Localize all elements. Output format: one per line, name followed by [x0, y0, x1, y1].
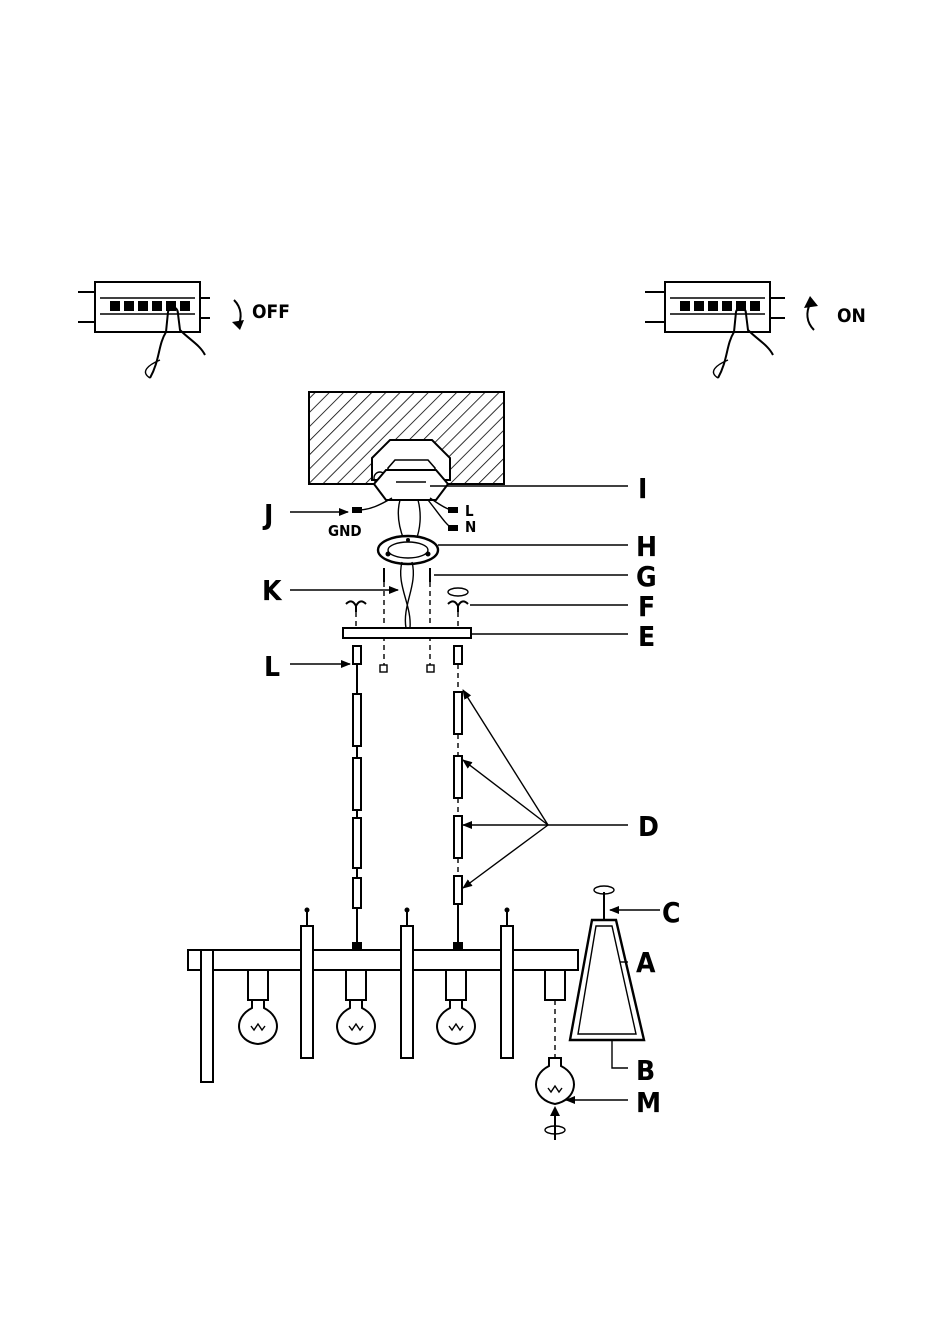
label-F: F	[638, 590, 655, 623]
label-G: G	[636, 560, 657, 593]
label-B: B	[636, 1054, 655, 1087]
label-M: M	[636, 1086, 661, 1119]
off-label: OFF	[252, 301, 290, 323]
rotate-off-arrow-icon	[232, 300, 244, 330]
empty-socket	[545, 970, 565, 1058]
label-E: E	[638, 620, 655, 653]
loose-bulb	[536, 1058, 574, 1140]
screws	[380, 568, 434, 672]
label-C: C	[662, 896, 680, 929]
lamp-shade	[570, 886, 644, 1040]
mounting-bracket	[378, 536, 438, 564]
bulb-2	[337, 970, 375, 1044]
label-D: D	[638, 810, 659, 843]
label-H: H	[636, 530, 657, 563]
bulb-3	[437, 970, 475, 1044]
label-A: A	[636, 946, 656, 979]
junction-box	[374, 470, 448, 500]
canopy-plate	[343, 628, 471, 638]
bulb-1	[239, 970, 277, 1044]
right-suspension-rod	[454, 646, 462, 946]
wire-gnd-label: GND	[328, 522, 362, 540]
breaker-on-illustration	[645, 282, 785, 378]
supply-wires	[352, 498, 458, 540]
label-L: L	[264, 650, 280, 683]
breaker-off-illustration	[78, 282, 210, 378]
wire-neutral-label: N	[465, 518, 476, 536]
label-J: J	[262, 498, 273, 531]
fixture-body	[188, 908, 578, 1083]
on-label: ON	[837, 305, 866, 327]
left-suspension-rod	[353, 646, 361, 946]
label-K: K	[262, 574, 283, 607]
label-I: I	[638, 472, 647, 505]
internal-cables	[401, 562, 414, 628]
rotate-on-arrow-icon	[804, 296, 818, 330]
